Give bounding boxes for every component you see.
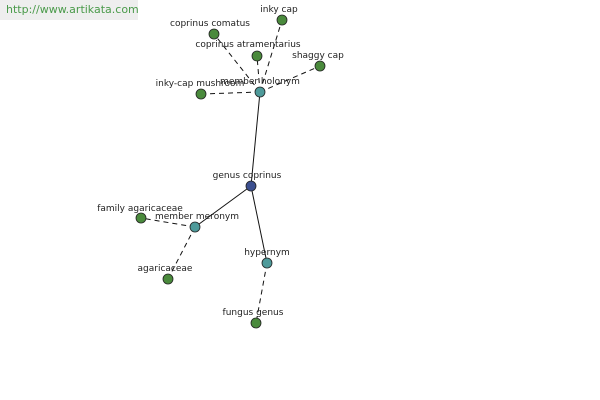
node-member-holonym[interactable]: member holonym: [220, 77, 300, 98]
node-coprinus-atramentarius[interactable]: coprinus atramentarius: [195, 40, 301, 62]
node-hypernym[interactable]: hypernym: [244, 248, 290, 269]
node-label: family agaricaceae: [97, 204, 183, 214]
node-member-meronym[interactable]: member meronym: [155, 212, 239, 233]
edge-member-holonym-to-coprinus-comatus: [213, 33, 261, 93]
edge-member-holonym-to-inky-cap-mushroom: [200, 91, 261, 95]
node-coprinus-comatus[interactable]: coprinus comatus: [170, 19, 250, 40]
node-family-agaricaceae[interactable]: family agaricaceae: [97, 204, 183, 224]
node-circle[interactable]: [261, 257, 273, 269]
edge-genus-coprinus-to-member-meronym: [194, 185, 252, 228]
node-inky-cap-mushroom[interactable]: inky-cap mushroom: [156, 79, 245, 100]
node-circle[interactable]: [135, 212, 147, 224]
node-circle[interactable]: [208, 28, 220, 40]
node-circle[interactable]: [251, 50, 263, 62]
node-inky-cap[interactable]: inky cap: [260, 5, 298, 26]
node-label: fungus genus: [223, 308, 284, 318]
node-circle[interactable]: [314, 60, 326, 72]
node-shaggy-cap[interactable]: shaggy cap: [292, 51, 344, 72]
edge-layer: [140, 19, 321, 324]
edge-genus-coprinus-to-hypernym: [250, 185, 268, 264]
node-label: coprinus atramentarius: [195, 40, 301, 50]
node-label: agaricaceae: [138, 264, 193, 274]
node-label: shaggy cap: [292, 51, 344, 61]
node-label: coprinus comatus: [170, 19, 250, 29]
node-genus-coprinus[interactable]: genus coprinus: [213, 171, 282, 192]
node-layer: genus coprinus member holonym member meron…: [97, 5, 344, 329]
node-circle[interactable]: [250, 317, 262, 329]
edge-member-meronym-to-agaricaceae: [167, 226, 196, 280]
node-label: member holonym: [220, 77, 300, 87]
node-circle[interactable]: [276, 14, 288, 26]
node-label: genus coprinus: [213, 171, 282, 181]
edge-member-holonym-to-shaggy-cap: [259, 65, 321, 93]
node-circle[interactable]: [189, 221, 201, 233]
node-circle[interactable]: [195, 88, 207, 100]
node-circle[interactable]: [254, 86, 266, 98]
watermark-url: http://www.artikata.com: [0, 0, 139, 20]
node-label: member meronym: [155, 212, 239, 222]
node-label: inky-cap mushroom: [156, 79, 245, 89]
edge-member-holonym-to-coprinus-atramentarius: [256, 55, 261, 93]
node-label: hypernym: [244, 248, 290, 258]
edge-member-holonym-to-inky-cap: [259, 19, 283, 93]
edge-member-meronym-to-family-agaricaceae: [140, 217, 196, 228]
edge-genus-coprinus-to-member-holonym: [250, 91, 261, 187]
node-agaricaceae[interactable]: agaricaceae: [138, 264, 193, 285]
node-label: inky cap: [260, 5, 298, 15]
edge-hypernym-to-fungus-genus: [255, 262, 268, 324]
node-circle[interactable]: [245, 180, 257, 192]
node-circle[interactable]: [162, 273, 174, 285]
node-fungus-genus[interactable]: fungus genus: [223, 308, 284, 329]
